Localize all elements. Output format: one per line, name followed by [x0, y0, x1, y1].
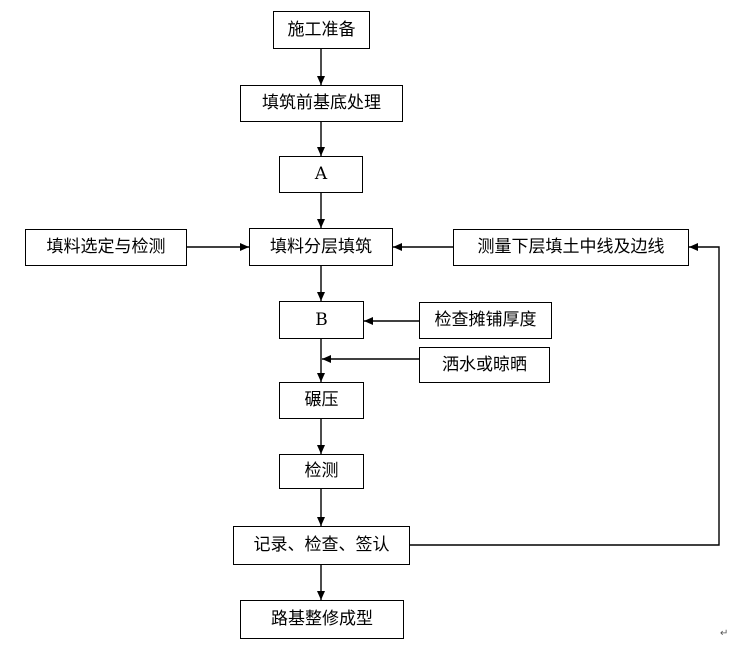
node-step-b: B: [279, 301, 364, 339]
node-construction-prep: 施工准备: [273, 11, 370, 49]
paragraph-mark: ↵: [720, 628, 729, 639]
node-base-treatment: 填筑前基底处理: [240, 85, 403, 122]
node-check-thickness: 检查摊铺厚度: [419, 302, 552, 339]
node-water-or-dry: 洒水或晾晒: [419, 347, 550, 383]
node-record-check-sign: 记录、检查、签认: [233, 526, 410, 565]
node-subgrade-shaping: 路基整修成型: [240, 600, 404, 639]
node-measure-centerline: 测量下层填土中线及边线: [453, 229, 689, 266]
edge-record-feedback-to-measure-centerline: [410, 243, 720, 546]
node-step-a: A: [279, 156, 363, 193]
node-compaction: 碾压: [279, 382, 364, 419]
node-material-selection: 填料选定与检测: [25, 229, 187, 266]
node-layered-filling: 填料分层填筑: [249, 228, 393, 266]
node-inspection: 检测: [279, 454, 364, 489]
